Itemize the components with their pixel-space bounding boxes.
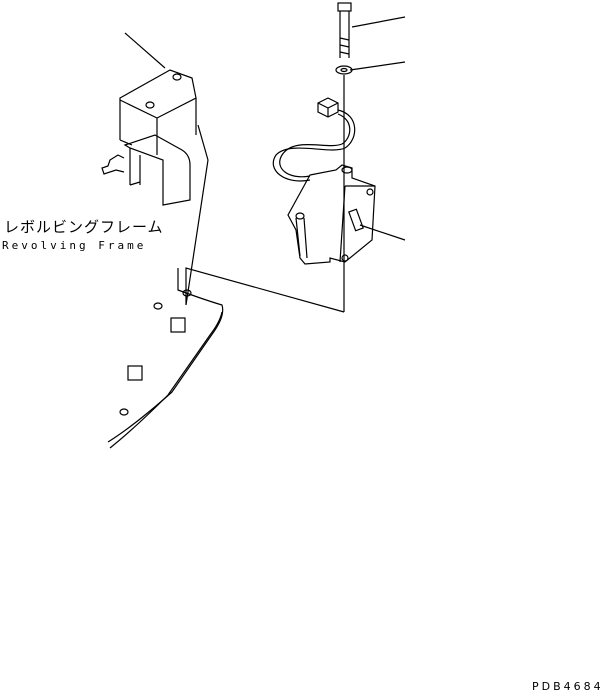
wire bbox=[185, 159, 345, 313]
drawing-code: PDB4684 bbox=[532, 680, 602, 693]
part-label-en: Revolving Frame bbox=[2, 239, 147, 252]
bolt bbox=[337, 2, 352, 58]
leader-lines bbox=[124, 16, 406, 241]
horn-unit bbox=[287, 164, 376, 265]
revolving-frame bbox=[107, 268, 224, 449]
connector-harness bbox=[272, 97, 356, 182]
relay-bracket bbox=[101, 69, 209, 206]
washer bbox=[335, 65, 353, 75]
part-label-jp: レボルビングフレーム bbox=[4, 218, 164, 236]
